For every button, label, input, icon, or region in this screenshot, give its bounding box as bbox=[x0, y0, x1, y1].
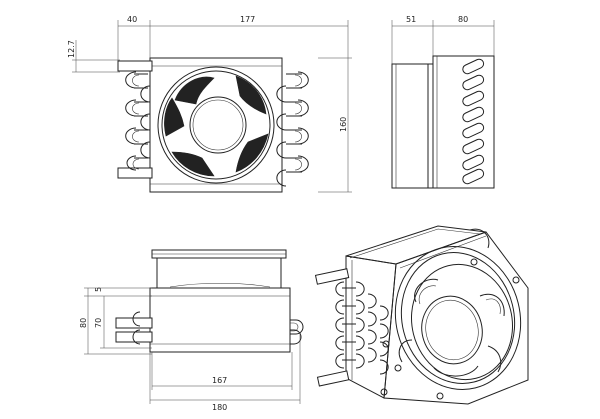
front-fan bbox=[157, 66, 275, 184]
iso-fan bbox=[380, 246, 522, 400]
dim-front-12-7: 12.7 bbox=[67, 40, 76, 58]
front-view: 40 177 12.7 160 bbox=[67, 15, 352, 193]
isometric-view bbox=[314, 225, 529, 405]
front-top-dimensions: 40 177 bbox=[117, 15, 349, 70]
iso-side-face bbox=[345, 255, 397, 399]
iso-front-panel bbox=[383, 231, 529, 405]
fan-blade bbox=[164, 97, 185, 137]
dim-top-80: 80 bbox=[79, 318, 88, 328]
side-housing bbox=[432, 55, 495, 189]
dim-front-160: 160 bbox=[339, 117, 348, 132]
iso-top-face bbox=[345, 225, 487, 265]
top-right-tubes bbox=[290, 319, 304, 345]
dim-top-167: 167 bbox=[212, 376, 227, 385]
dim-front-177: 177 bbox=[240, 15, 255, 24]
fan-blade bbox=[171, 151, 215, 177]
side-top-dimensions: 51 80 bbox=[391, 15, 495, 64]
fan-blade bbox=[235, 75, 267, 115]
iso-tubes bbox=[314, 268, 389, 387]
dim-side-51: 51 bbox=[406, 15, 416, 24]
front-housing bbox=[149, 57, 283, 193]
top-left-dimensions: 80 70 5 bbox=[79, 287, 152, 355]
fan-blade bbox=[174, 76, 215, 105]
side-view: 51 80 bbox=[391, 15, 495, 189]
front-left-dimension: 12.7 bbox=[67, 40, 120, 73]
dim-side-80: 80 bbox=[458, 15, 468, 24]
top-housing bbox=[149, 287, 291, 353]
dim-top-5: 5 bbox=[94, 287, 103, 292]
top-bottom-dimensions: 167 180 bbox=[149, 334, 301, 412]
top-view: 80 70 5 167 180 bbox=[79, 249, 304, 412]
top-left-tubes bbox=[115, 311, 153, 345]
fan-blade bbox=[235, 133, 269, 173]
front-right-tubes bbox=[276, 71, 309, 187]
dim-front-40: 40 bbox=[127, 15, 137, 24]
dim-top-180: 180 bbox=[212, 403, 227, 412]
dim-top-70: 70 bbox=[94, 318, 103, 328]
iso-fan-hub bbox=[421, 295, 483, 365]
side-slots bbox=[462, 58, 485, 185]
front-left-tubes bbox=[117, 60, 153, 179]
side-motor bbox=[391, 63, 429, 189]
front-right-dimension: 160 bbox=[318, 57, 352, 193]
